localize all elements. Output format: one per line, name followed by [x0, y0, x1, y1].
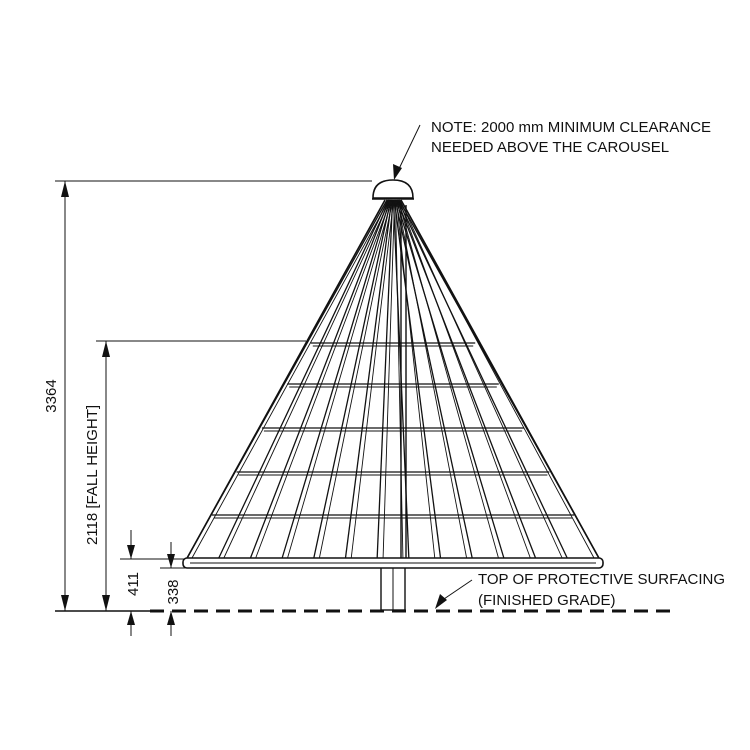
- cone-spoke: [312, 199, 392, 561]
- note-leader: [393, 124, 421, 180]
- seat-height-label: 411: [125, 572, 142, 596]
- cone-spoke: [217, 199, 389, 561]
- cone-spoke-inner: [318, 199, 394, 559]
- cone-spoke-inner: [255, 199, 392, 559]
- center-post: [380, 565, 406, 611]
- cone-spoke-inner: [395, 199, 436, 559]
- seat-height-dimension: [120, 530, 185, 636]
- cone-spoke: [394, 199, 474, 561]
- base-ring: [182, 557, 604, 569]
- fall-height-label: 2118 [FALL HEIGHT]: [84, 405, 101, 545]
- cone-spoke: [280, 199, 391, 561]
- cone-spoke-inner: [395, 199, 404, 559]
- overall-height-label: 3364: [43, 379, 60, 412]
- fall-height-dimension: [96, 340, 306, 611]
- cone-net-frame: [185, 199, 601, 561]
- note-line-2: NEEDED ABOVE THE CAROUSEL: [431, 139, 669, 156]
- cone-spoke-inner: [382, 199, 395, 559]
- cone-spoke: [249, 199, 390, 561]
- cone-spoke: [376, 199, 394, 561]
- cone-spoke-inner: [396, 199, 468, 559]
- cone-spoke-inner: [398, 199, 531, 559]
- surfacing-leader: [435, 579, 473, 609]
- cone-spoke-inner: [399, 199, 563, 559]
- surfacing-line-1: TOP OF PROTECTIVE SURFACING: [478, 571, 725, 588]
- top-cap: [372, 179, 414, 200]
- cone-spoke-inner: [191, 199, 390, 559]
- cone-spoke: [392, 199, 410, 561]
- ring-height-dimension: [160, 542, 185, 636]
- cone-spoke-inner: [287, 199, 393, 559]
- cone-spoke: [397, 199, 569, 561]
- cone-spoke-inner: [397, 199, 499, 559]
- cone-edge-left: [185, 199, 386, 561]
- ring-height-label: 338: [165, 579, 182, 604]
- cone-spoke: [395, 199, 506, 561]
- surfacing-line-2: (FINISHED GRADE): [478, 592, 616, 609]
- cone-spoke: [396, 199, 537, 561]
- cone-edge-right: [400, 199, 601, 561]
- cone-spoke: [393, 199, 442, 561]
- cone-spoke-inner: [350, 199, 395, 559]
- overall-height-dimension: [55, 180, 372, 611]
- cone-spoke-inner: [223, 199, 391, 559]
- note-line-1: NOTE: 2000 mm MINIMUM CLEARANCE: [431, 119, 711, 136]
- cone-spoke: [344, 199, 393, 561]
